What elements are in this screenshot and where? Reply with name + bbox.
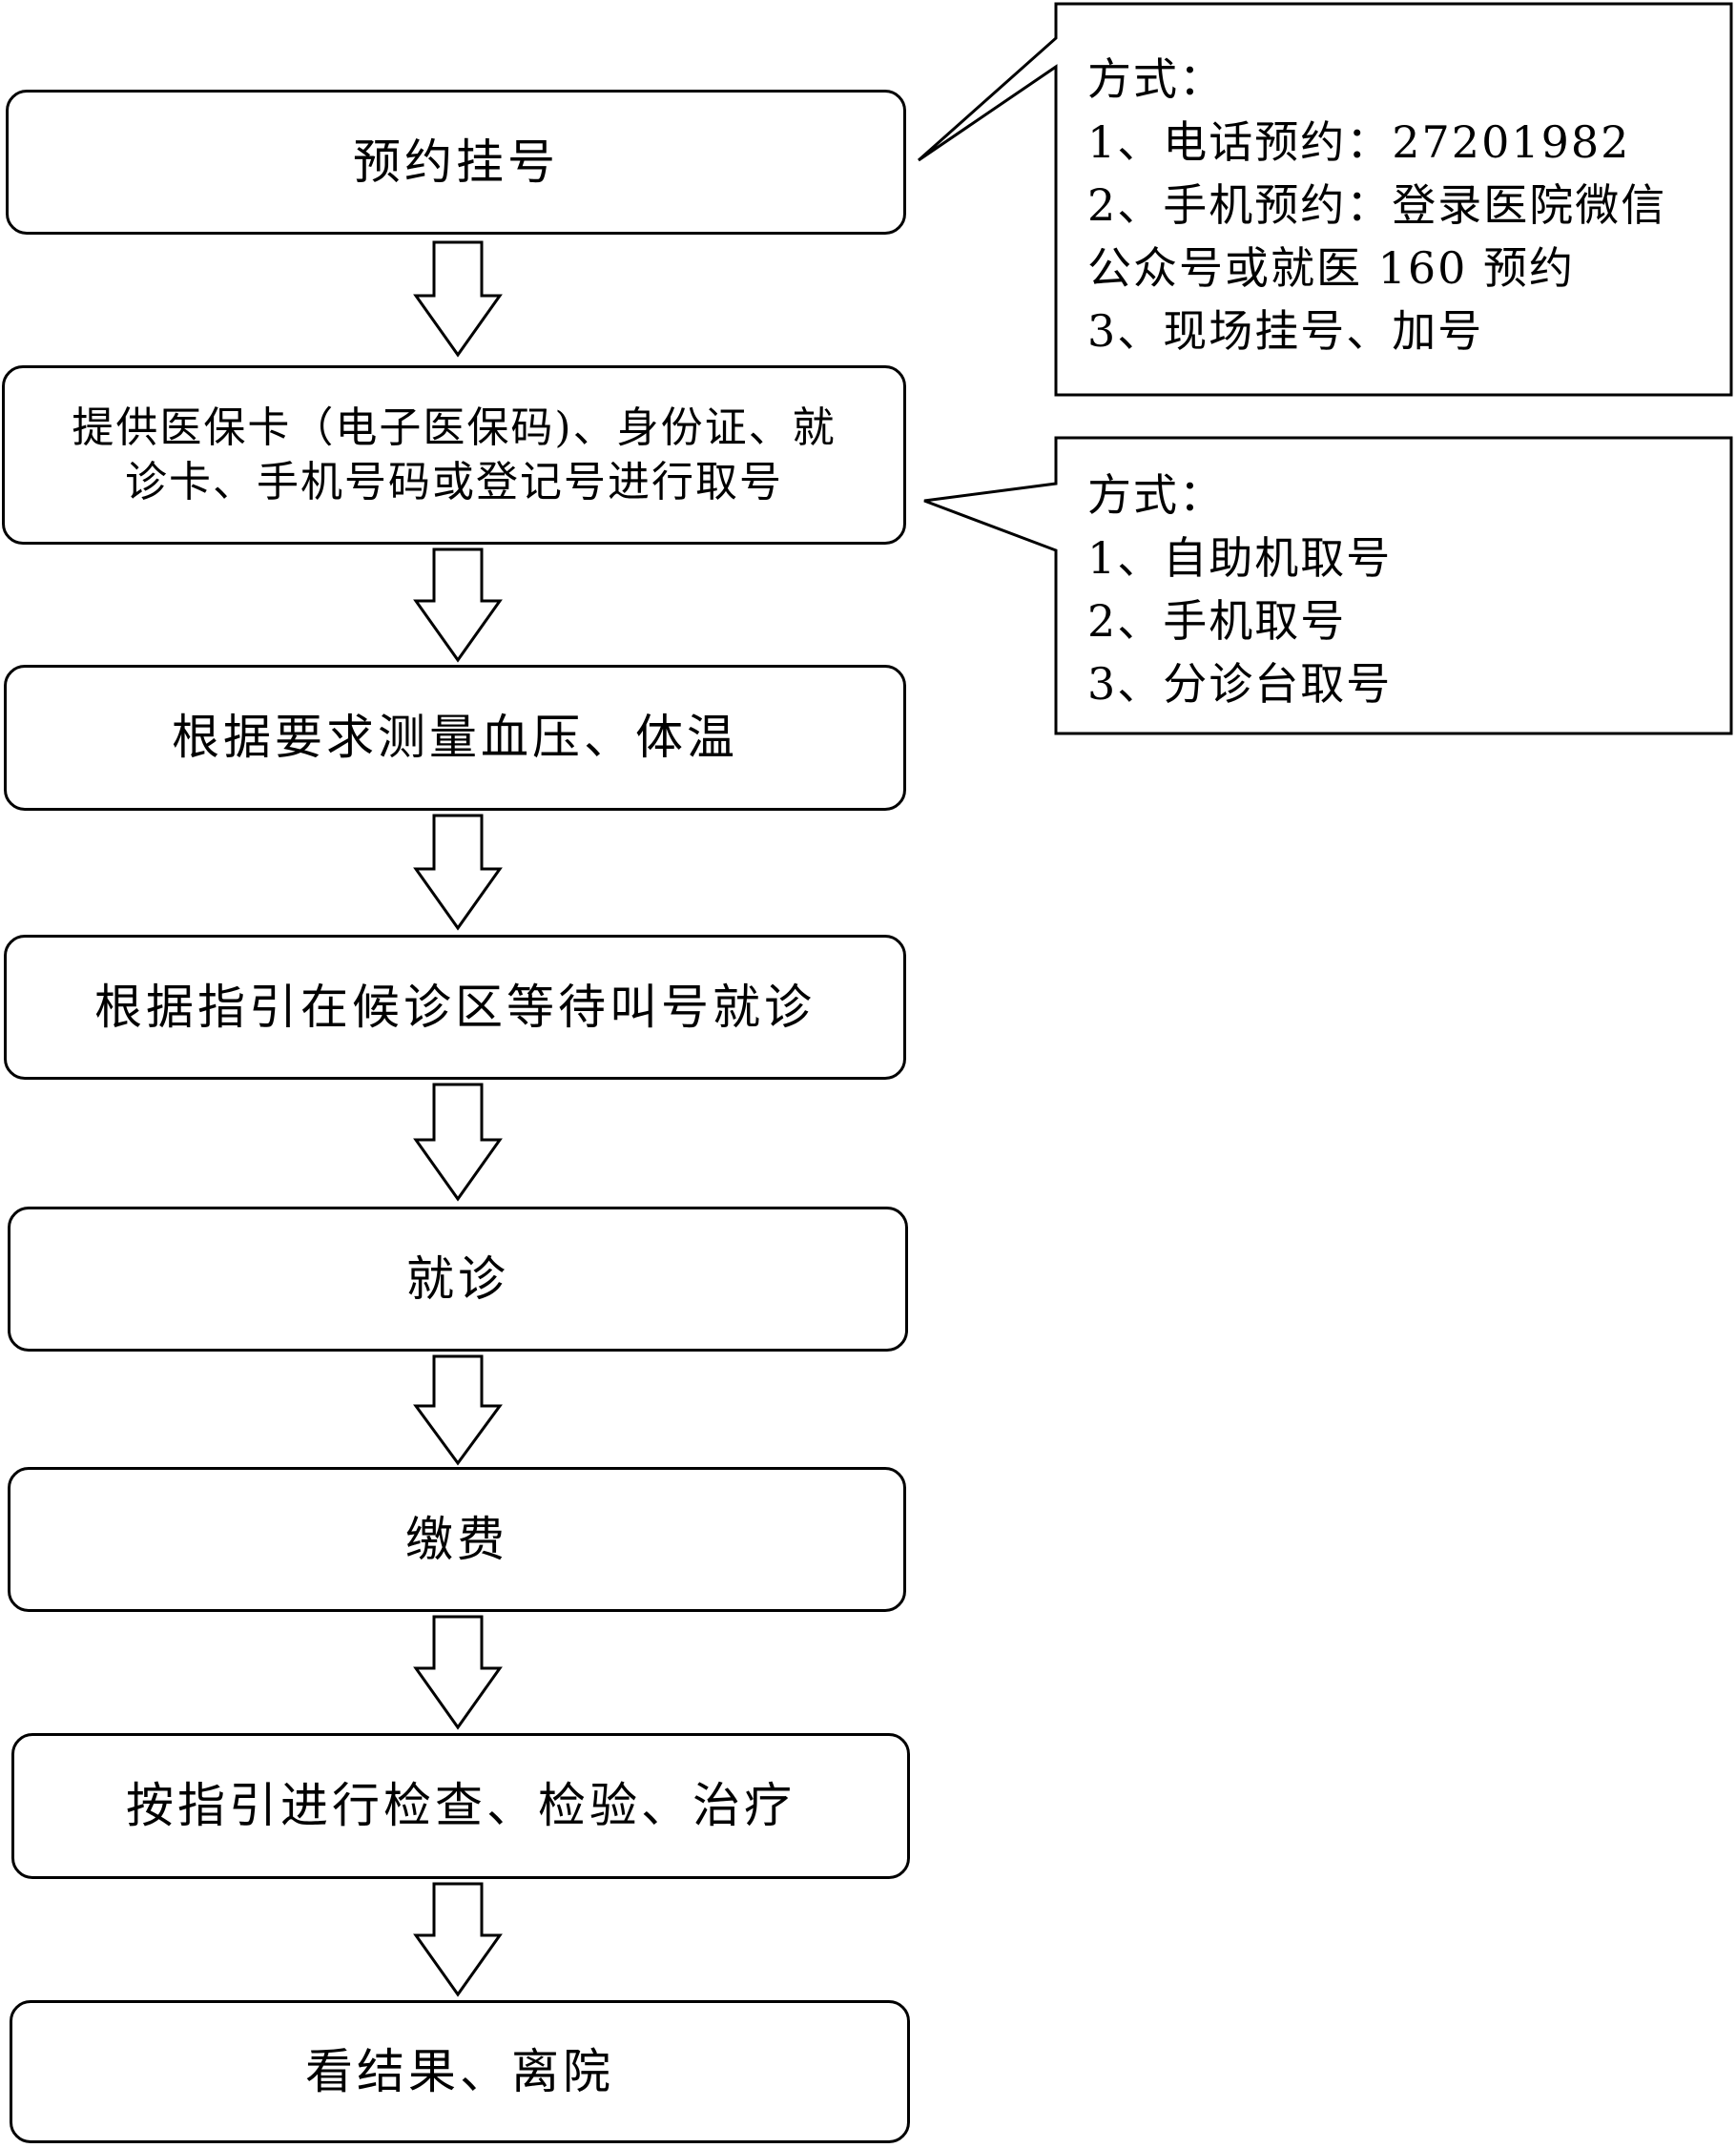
note-line: 1、自助机取号 xyxy=(1087,532,1393,584)
callout-box-number-pickup xyxy=(923,436,1733,735)
note-line: 1、电话预约：27201982 xyxy=(1087,116,1631,168)
appointment-methods-note: 方式： 1、电话预约：27201982 2、手机预约：登录医院微信 公众号或就医… xyxy=(1087,48,1666,362)
callout-box-appointment xyxy=(918,2,1733,397)
note-line: 2、手机取号 xyxy=(1087,595,1347,647)
step-get-number-line-1: 提供医保卡（电子医保码)、身份证、就 xyxy=(72,403,837,452)
note-line: 3、分诊台取号 xyxy=(1087,658,1393,710)
down-arrow-icon xyxy=(413,814,503,931)
step-measure-vitals: 根据要求测量血压、体温 xyxy=(4,665,906,811)
note-line: 3、现场挂号、加号 xyxy=(1087,305,1484,357)
down-arrow-icon xyxy=(413,1882,503,1997)
note-title: 方式： xyxy=(1087,53,1225,105)
down-arrow-icon xyxy=(413,240,503,358)
step-wait-call: 根据指引在候诊区等待叫号就诊 xyxy=(4,935,906,1080)
note-title: 方式： xyxy=(1087,469,1225,521)
step-get-number-line-2: 诊卡、手机号码或登记号进行取号 xyxy=(125,458,783,506)
down-arrow-icon xyxy=(413,1083,503,1202)
down-arrow-icon xyxy=(413,1354,503,1466)
note-line: 2、手机预约：登录医院微信 xyxy=(1087,179,1667,231)
step-payment: 缴费 xyxy=(8,1467,906,1612)
step-exam-treatment: 按指引进行检查、检验、治疗 xyxy=(11,1733,910,1879)
number-pickup-methods-note: 方式： 1、自助机取号 2、手机取号 3、分诊台取号 xyxy=(1087,464,1392,715)
step-consultation: 就诊 xyxy=(8,1207,908,1352)
note-line: 公众号或就医 160 预约 xyxy=(1087,242,1576,294)
down-arrow-icon xyxy=(413,547,503,663)
step-results-leave: 看结果、离院 xyxy=(10,2000,910,2143)
step-get-number: 提供医保卡（电子医保码)、身份证、就 诊卡、手机号码或登记号进行取号 xyxy=(2,365,906,545)
step-appointment-registration: 预约挂号 xyxy=(6,90,906,235)
down-arrow-icon xyxy=(413,1615,503,1730)
